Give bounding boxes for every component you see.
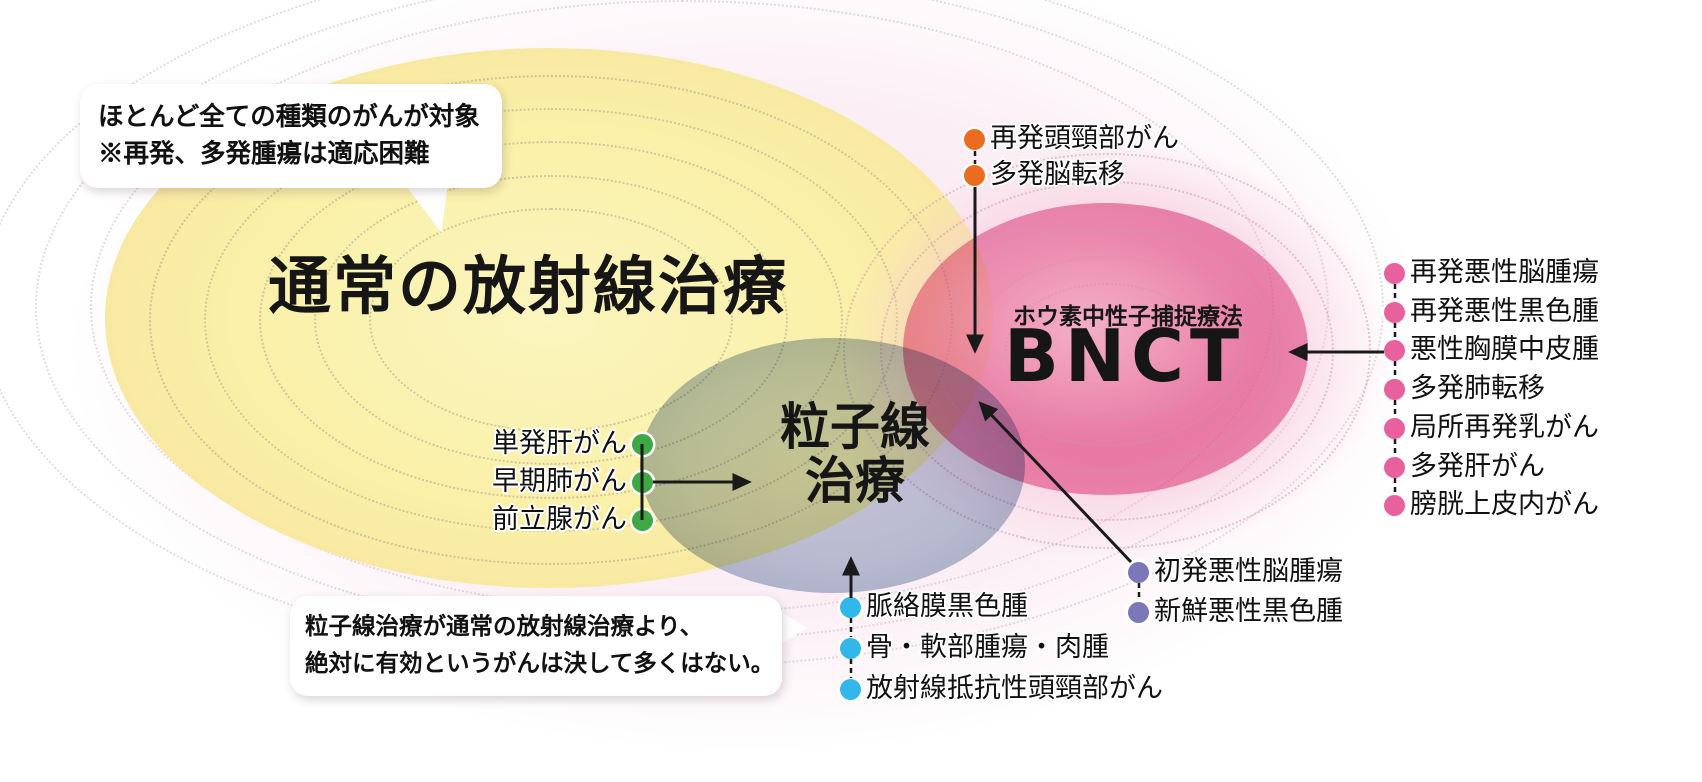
list-item: 初発悪性脳腫瘍: [1128, 557, 1343, 587]
list-item: 早期肺がん: [470, 467, 653, 497]
list-item: 多発肝がん: [1384, 452, 1545, 482]
orange-bullet-icon: [964, 164, 985, 186]
orange-bullet-icon: [964, 128, 985, 150]
particle-left-list: 単発肝がん 早期肺がん 前立腺がん: [470, 429, 653, 535]
bubble-line: ※再発、多発腫瘍は適応困難: [98, 139, 430, 169]
list-item: 骨・軟部腫瘍・肉腫: [840, 633, 1163, 663]
list-item: 多発脳転移: [964, 160, 1179, 190]
list-item-label: 初発悪性脳腫瘍: [1154, 556, 1343, 587]
list-item: 脈絡膜黒色腫: [840, 592, 1163, 622]
list-item: 再発頭頸部がん: [964, 124, 1179, 154]
list-item-label: 放射線抵抗性頭頸部がん: [866, 673, 1163, 704]
particle-label-line2: 治療: [805, 451, 905, 510]
list-item-label: 局所再発乳がん: [1410, 412, 1599, 443]
pink-bullet-icon: [1384, 301, 1405, 323]
list-item-label: 前立腺がん: [492, 504, 627, 535]
particle-label-line1: 粒子線: [780, 397, 930, 456]
list-item: 局所再発乳がん: [1384, 413, 1599, 443]
green-bullet-icon: [632, 509, 653, 531]
cyan-bullet-icon: [840, 596, 861, 618]
dotted-ring: [369, 208, 733, 432]
list-item: 膀胱上皮内がん: [1384, 490, 1599, 520]
cyan-bullet-icon: [840, 678, 861, 700]
bnct-label: BNCT: [1004, 314, 1246, 398]
particle-bottom-list: 脈絡膜黒色腫 骨・軟部腫瘍・肉腫 放射線抵抗性頭頸部がん: [840, 592, 1163, 704]
list-item-label: 脈絡膜黒色腫: [866, 591, 1028, 622]
list-item: 単発肝がん: [470, 429, 653, 459]
list-item-label: 多発肺転移: [1410, 373, 1545, 404]
pink-bullet-icon: [1384, 494, 1405, 516]
conventional-radiotherapy-label: 通常の放射線治療: [268, 249, 788, 323]
list-item-label: 骨・軟部腫瘍・肉腫: [866, 632, 1109, 663]
list-item-label: 早期肺がん: [492, 466, 627, 497]
list-item: 新鮮悪性黒色腫: [1128, 597, 1343, 627]
bubble-line: ほとんど全ての種類のがんが対象: [98, 102, 480, 132]
pink-bullet-icon: [1384, 417, 1405, 439]
list-item-label: 単発肝がん: [492, 428, 627, 459]
list-item: 前立腺がん: [470, 505, 653, 535]
list-item-label: 多発肝がん: [1410, 451, 1545, 482]
green-bullet-icon: [632, 471, 653, 493]
particle-note-bubble: 粒子線治療が通常の放射線治療より、 絶対に有効というがんは決して多くはない。: [290, 596, 782, 696]
bubble-line: 絶対に有効というがんは決して多くはない。: [305, 649, 775, 677]
cyan-bullet-icon: [840, 637, 861, 659]
list-item-label: 再発悪性黒色腫: [1410, 296, 1599, 327]
particle-therapy-label: 粒子線 治療: [753, 400, 957, 508]
list-item-label: 再発頭頸部がん: [990, 123, 1179, 154]
purple-bullet-icon: [1128, 601, 1149, 623]
bnct-list: 再発悪性脳腫瘍 再発悪性黒色腫 悪性胸膜中皮腫 多発肺転移 局所再発乳がん 多発…: [1384, 258, 1684, 528]
pink-bullet-icon: [1384, 456, 1405, 478]
pink-bullet-icon: [1384, 339, 1405, 361]
list-item-label: 悪性胸膜中皮腫: [1410, 334, 1599, 365]
list-item: 再発悪性脳腫瘍: [1384, 258, 1599, 288]
bnct-sublabel: ホウ素中性子捕捉療法: [1013, 304, 1243, 330]
list-item-label: 再発悪性脳腫瘍: [1410, 257, 1599, 288]
list-item: 悪性胸膜中皮腫: [1384, 335, 1599, 365]
list-item: 多発肺転移: [1384, 374, 1545, 404]
green-bullet-icon: [632, 433, 653, 455]
list-item-label: 新鮮悪性黒色腫: [1154, 596, 1343, 627]
pink-bullet-icon: [1384, 262, 1405, 284]
conventional-note-bubble: ほとんど全ての種類のがんが対象 ※再発、多発腫瘍は適応困難: [80, 84, 502, 188]
list-item-label: 多発脳転移: [990, 159, 1125, 190]
pink-bullet-icon: [1384, 378, 1405, 400]
particle-therapy-ellipse: [640, 338, 1025, 593]
list-item: 再発悪性黒色腫: [1384, 297, 1599, 327]
list-item: 放射線抵抗性頭頸部がん: [840, 674, 1163, 704]
bnct-yellow-overlap-list: 再発頭頸部がん 多発脳転移: [964, 124, 1179, 190]
dotted-ring: [314, 175, 788, 465]
list-item-label: 膀胱上皮内がん: [1410, 489, 1599, 520]
purple-bullet-icon: [1128, 561, 1149, 583]
bubble-line: 粒子線治療が通常の放射線治療より、: [305, 612, 704, 640]
bnct-pink-overlap-list: 初発悪性脳腫瘍 新鮮悪性黒色腫: [1128, 557, 1343, 627]
